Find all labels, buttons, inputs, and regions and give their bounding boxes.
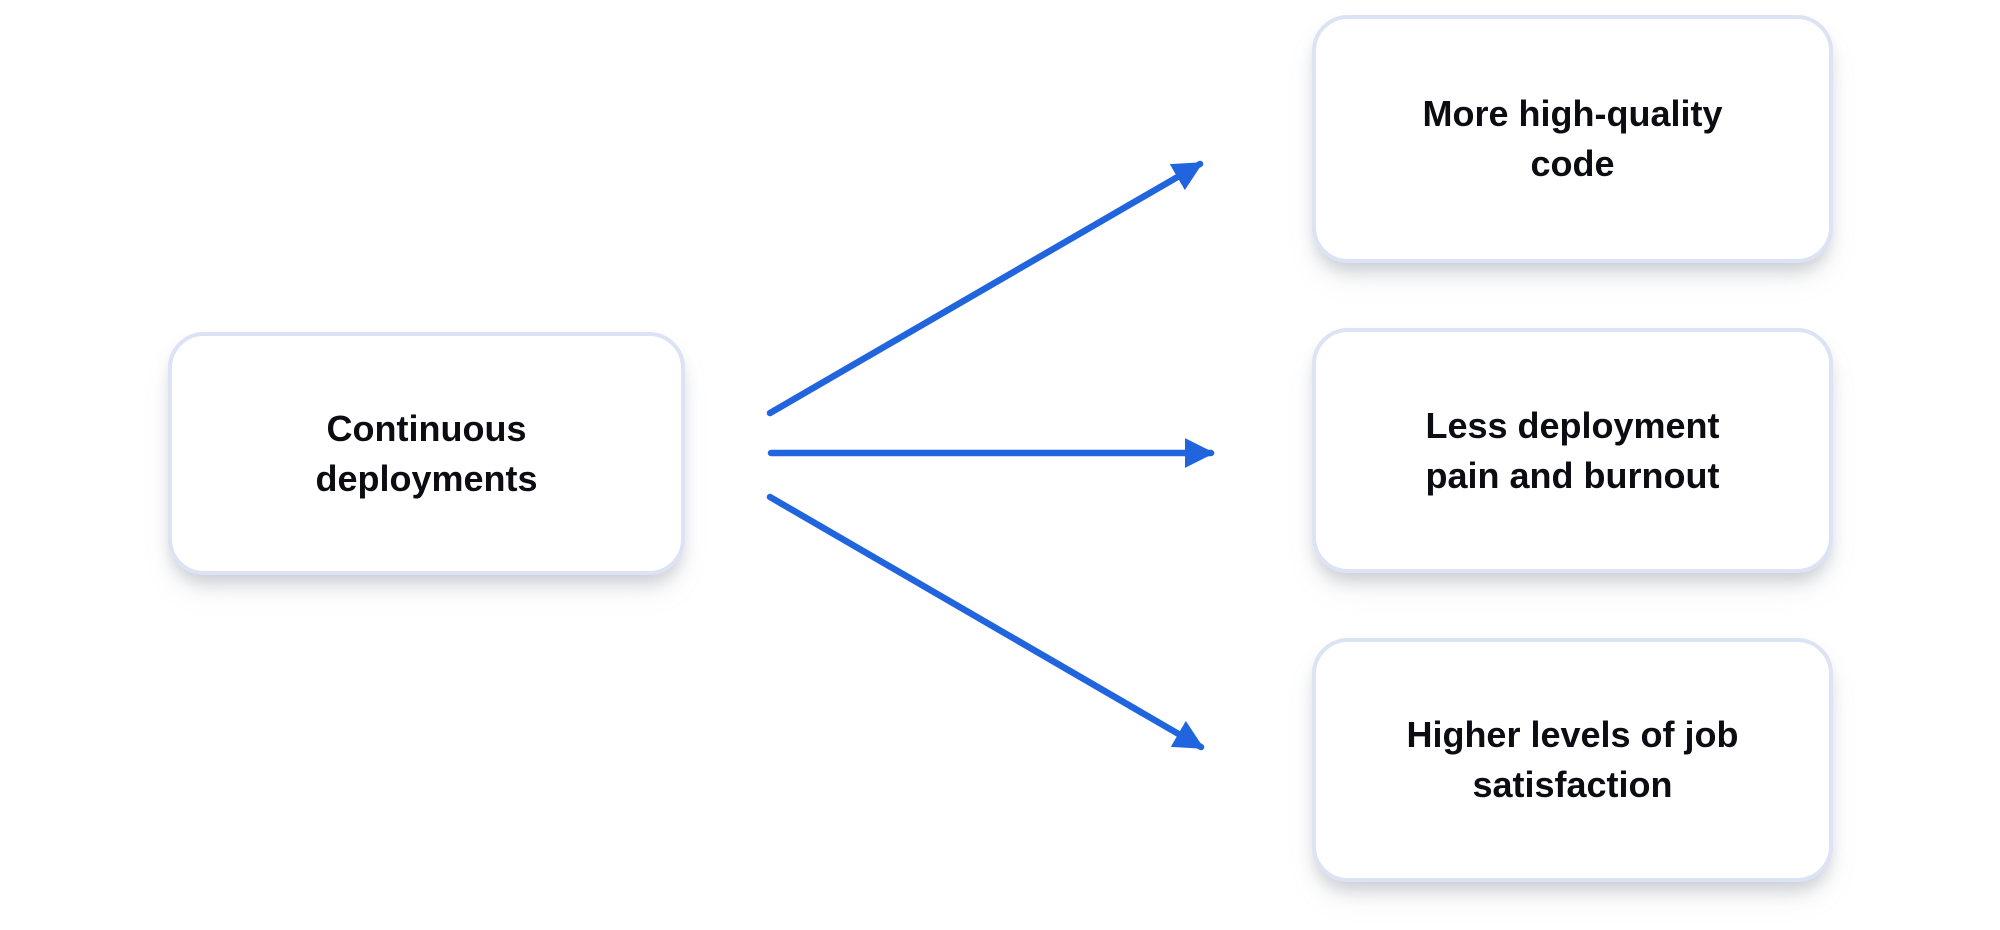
node-continuous-deployments: Continuous deployments	[168, 332, 685, 575]
node-label-line: deployments	[315, 457, 538, 499]
arrow-to-high-quality-code	[766, 160, 1204, 417]
node-less-deployment-pain: Less deployment pain and burnout	[1312, 328, 1833, 573]
node-label-line: pain and burnout	[1425, 454, 1720, 496]
node-more-high-quality-code: More high-quality code	[1312, 15, 1833, 263]
node-label-line: More high-quality	[1422, 93, 1723, 134]
node-label-line: Higher levels of job	[1406, 714, 1739, 755]
node-label-line: Continuous	[326, 407, 527, 449]
node-label-line: code	[1530, 143, 1615, 184]
arrow-to-job-satisfaction	[766, 493, 1205, 751]
node-label-line: Less deployment	[1425, 404, 1720, 446]
node-label-line: satisfaction	[1472, 764, 1673, 805]
node-higher-job-satisfaction: Higher levels of job satisfaction	[1312, 638, 1833, 882]
